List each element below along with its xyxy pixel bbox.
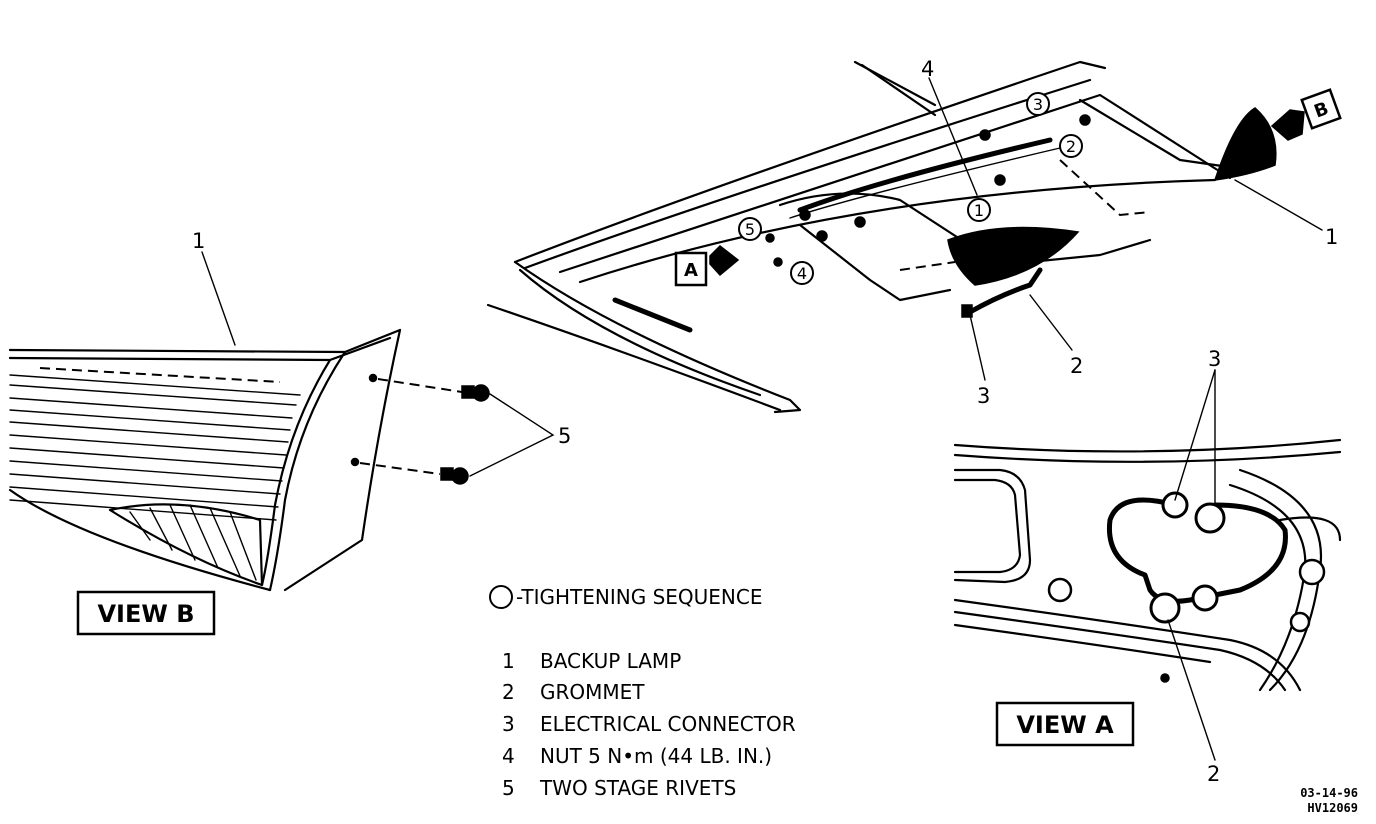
view-b-label: VIEW B bbox=[97, 600, 194, 628]
view-a-label: VIEW A bbox=[1016, 711, 1114, 739]
legend-item-1-text: BACKUP LAMP bbox=[540, 649, 681, 673]
view-b-arrow-label: B bbox=[1311, 98, 1331, 122]
main-callout-3: 3 bbox=[977, 384, 990, 408]
view-b-callout-5: 5 bbox=[558, 424, 571, 448]
rivet-lower bbox=[440, 467, 469, 485]
main-callout-4-top: 4 bbox=[921, 57, 934, 81]
legend-item-5-text: TWO STAGE RIVETS bbox=[539, 776, 736, 800]
view-a-callout-3: 3 bbox=[1208, 347, 1221, 371]
view-b-lamp-illustration bbox=[8, 251, 555, 592]
legend-item-3-text: ELECTRICAL CONNECTOR bbox=[540, 712, 796, 736]
sequence-3: 3 bbox=[1033, 95, 1043, 114]
view-a-callout-2: 2 bbox=[1207, 762, 1220, 786]
sequence-5: 5 bbox=[745, 220, 755, 239]
main-vehicle-rear-illustration bbox=[486, 60, 1342, 414]
main-callout-1: 1 bbox=[1325, 225, 1338, 249]
drawing-id: HV12069 bbox=[1307, 801, 1358, 815]
rivet-upper bbox=[461, 384, 490, 402]
view-a-detail-illustration bbox=[953, 369, 1342, 761]
main-callout-2: 2 bbox=[1070, 354, 1083, 378]
legend-item-4-num: 4 bbox=[502, 744, 515, 768]
drawing-date: 03-14-96 bbox=[1300, 786, 1358, 800]
view-a-label-box bbox=[995, 701, 1135, 747]
legend-item-3-num: 3 bbox=[502, 712, 515, 736]
sequence-2: 2 bbox=[1066, 137, 1076, 156]
view-b-callout-1: 1 bbox=[192, 229, 205, 253]
legend-item-2-num: 2 bbox=[502, 680, 515, 704]
legend-item-4-text: NUT 5 N•m (44 LB. IN.) bbox=[540, 744, 772, 768]
legend-list: 1 BACKUP LAMP 2 GROMMET 3 ELECTRICAL CON… bbox=[502, 649, 796, 800]
view-b-label-box bbox=[76, 590, 216, 636]
sequence-1: 1 bbox=[974, 201, 984, 220]
sequence-4: 4 bbox=[797, 264, 807, 283]
legend-item-2-text: GROMMET bbox=[540, 680, 645, 704]
legend-item-1-num: 1 bbox=[502, 649, 515, 673]
legend-sequence-note: -TIGHTENING SEQUENCE bbox=[516, 585, 762, 609]
view-a-arrow-label: A bbox=[684, 260, 698, 281]
sequence-circle-symbol bbox=[489, 585, 513, 609]
legend-item-5-num: 5 bbox=[502, 776, 515, 800]
